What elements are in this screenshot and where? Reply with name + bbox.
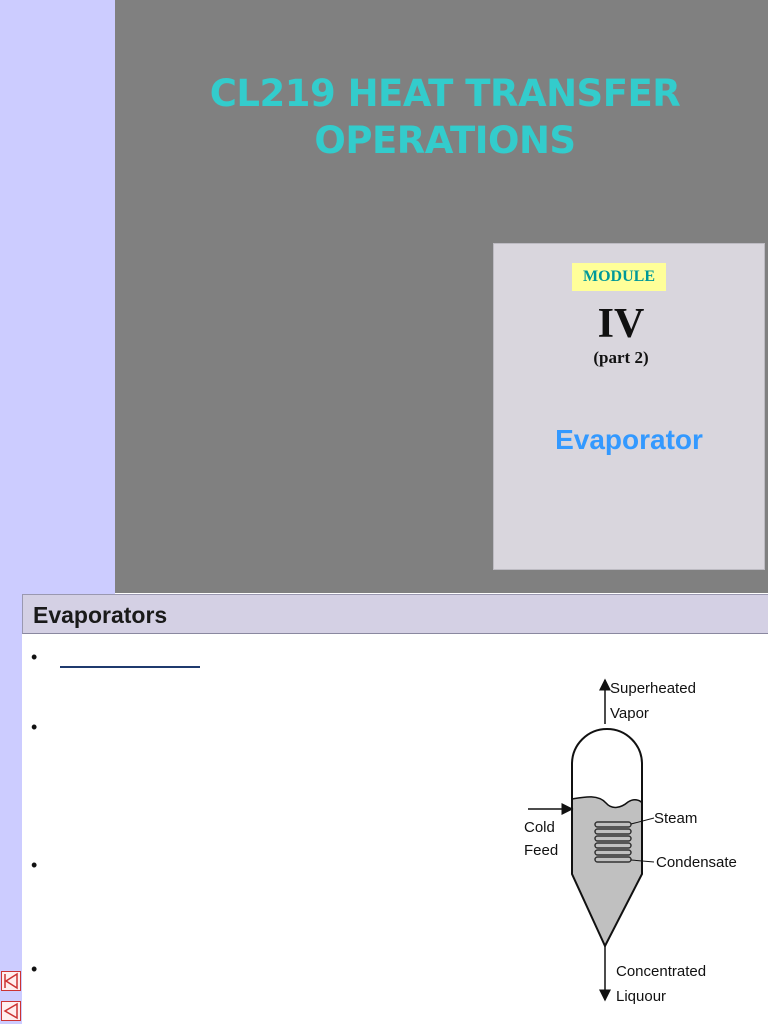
first-page-icon [4,972,18,990]
bullet-4: • [31,959,38,979]
condensate-leader [630,859,655,863]
label-liquour: Liquour [616,988,666,1005]
label-cold: Cold [524,819,555,836]
slide2-title: Evaporators [33,602,168,628]
bullet-1-link-underline[interactable] [60,666,200,668]
vessel-liquid [572,796,642,946]
label-superheated: Superheated [610,680,696,697]
left-sidebar-strip [0,0,115,595]
bullet-2: • [31,717,38,737]
label-feed: Feed [524,842,558,859]
first-page-button[interactable] [1,971,21,991]
module-number: IV [597,301,645,347]
previous-page-button[interactable] [1,1001,21,1021]
steam-leader [630,817,655,825]
slide2-header: Evaporators [22,594,768,634]
course-title-line2: OPERATIONS [314,119,576,162]
evaporator-diagram: Superheated Vapor Steam Condensate Cold … [524,678,737,1005]
bullet-3: • [31,855,38,875]
module-part: (part 2) [593,348,649,367]
course-title: CL219 HEAT TRANSFER OPERATIONS [115,70,768,164]
liquid-surface [571,796,643,809]
vessel-outline [571,728,643,949]
course-title-line1: CL219 HEAT TRANSFER [209,72,681,115]
label-condensate: Condensate [656,854,737,871]
title-slide: CL219 HEAT TRANSFER OPERATIONS MODULE IV… [115,0,768,593]
bullet-1: • [31,647,38,667]
module-box: MODULE IV (part 2) Evaporator [493,243,765,570]
module-topic: Evaporator [555,424,703,455]
previous-page-icon [3,1002,18,1020]
heating-coil [594,821,632,863]
module-label: MODULE [572,263,666,291]
label-concentrated: Concentrated [616,963,706,980]
label-steam: Steam [654,810,697,827]
label-vapor: Vapor [610,705,649,722]
slide2-left-strip [0,595,22,1024]
